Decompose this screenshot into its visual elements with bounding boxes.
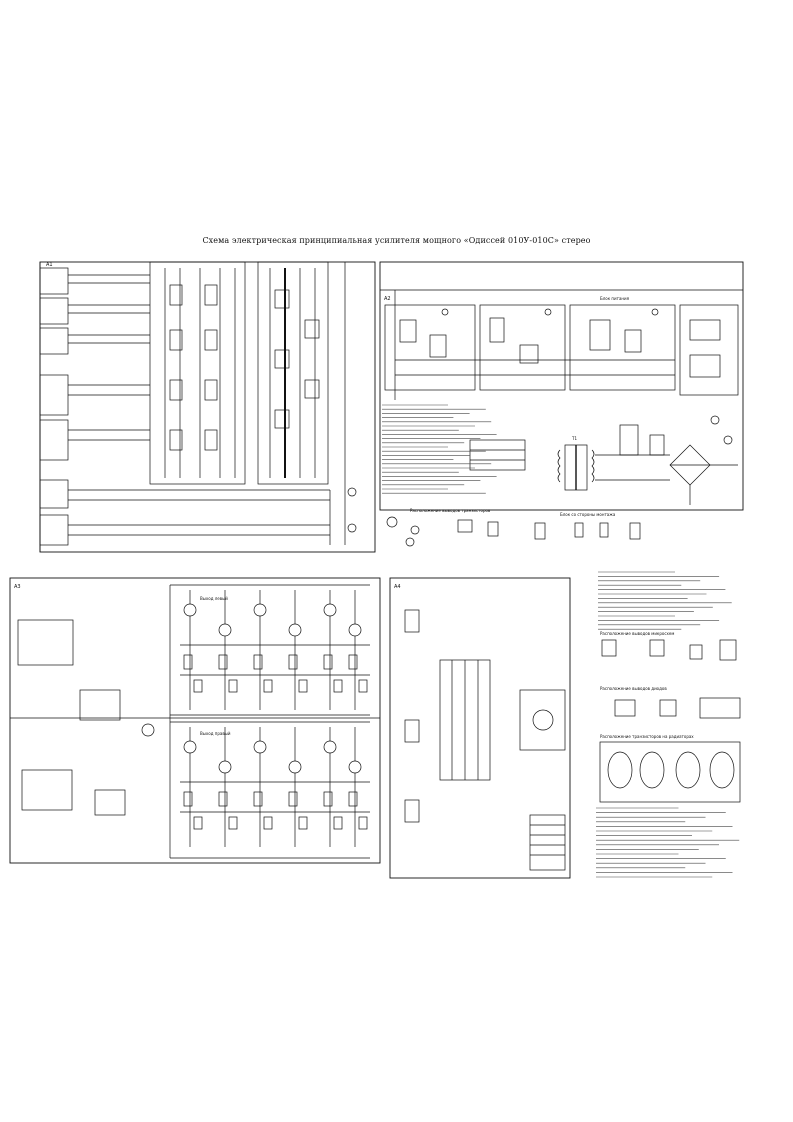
transistor-symbol	[253, 740, 267, 754]
power-stage-lower	[180, 727, 370, 847]
panel-amplifier-channels	[9, 577, 381, 864]
switch-section-a1	[149, 261, 246, 485]
label-transformer: Т1	[571, 436, 577, 441]
input-buses	[68, 274, 330, 536]
label-block-a2: А2	[384, 296, 391, 302]
protection-block-mid	[479, 304, 566, 391]
transistor-symbol	[253, 603, 267, 617]
amp-rails	[169, 584, 370, 859]
transistor-symbol	[183, 603, 197, 617]
panel-power-supply	[379, 261, 744, 511]
label-output-left: Выход левый	[200, 596, 228, 601]
relay-block	[679, 304, 739, 396]
label-output-right: Выход правый	[200, 731, 231, 736]
parts-list-notes	[382, 404, 740, 878]
label-block-a4: А4	[394, 584, 401, 590]
transistor-symbol	[218, 760, 232, 774]
transistor-symbol	[218, 623, 232, 637]
label-power-block: Блок питания	[600, 296, 630, 301]
label-connectors-note: Блок со стороны монтажа	[560, 512, 616, 517]
panel-input-switching	[39, 261, 376, 553]
transistor-symbol	[288, 760, 302, 774]
pinout-icons	[410, 519, 641, 540]
label-block-a3: А3	[14, 584, 21, 590]
panel-output-protection	[389, 577, 571, 879]
label-radiator-note: Расположение транзисторов на радиаторах	[600, 734, 694, 739]
transistor-symbol	[348, 623, 362, 637]
input-connector-blocks	[39, 267, 69, 546]
label-pinout-diodes: Расположение выводов диодов	[600, 686, 667, 691]
switch-block-sa	[469, 439, 526, 471]
switch-section-a2	[257, 261, 329, 485]
transistor-symbol	[288, 623, 302, 637]
sheet-title: Схема электрическая принципиальная усили…	[202, 236, 591, 245]
label-pinout-chips: Расположение выводов микросхем	[600, 631, 674, 636]
preamp-block	[17, 619, 155, 816]
switch-contacts	[164, 268, 320, 478]
radiator-layout	[599, 741, 741, 803]
label-block-a1: А1	[46, 262, 53, 268]
protection-block-right	[569, 304, 676, 391]
transistor-pinouts	[601, 639, 741, 719]
protection-internals	[395, 308, 721, 378]
power-stage-upper	[180, 590, 370, 710]
transistor-symbol	[348, 760, 362, 774]
protection-block-left	[384, 304, 476, 391]
rectifier-bridge	[669, 444, 711, 486]
transistor-symbol	[183, 740, 197, 754]
transistor-symbol	[323, 740, 337, 754]
transformer-t1	[557, 444, 595, 491]
transistor-symbol	[323, 603, 337, 617]
output-protection-internals	[404, 609, 566, 871]
label-pinout-transistors: Расположение выводов транзисторов	[410, 508, 491, 513]
